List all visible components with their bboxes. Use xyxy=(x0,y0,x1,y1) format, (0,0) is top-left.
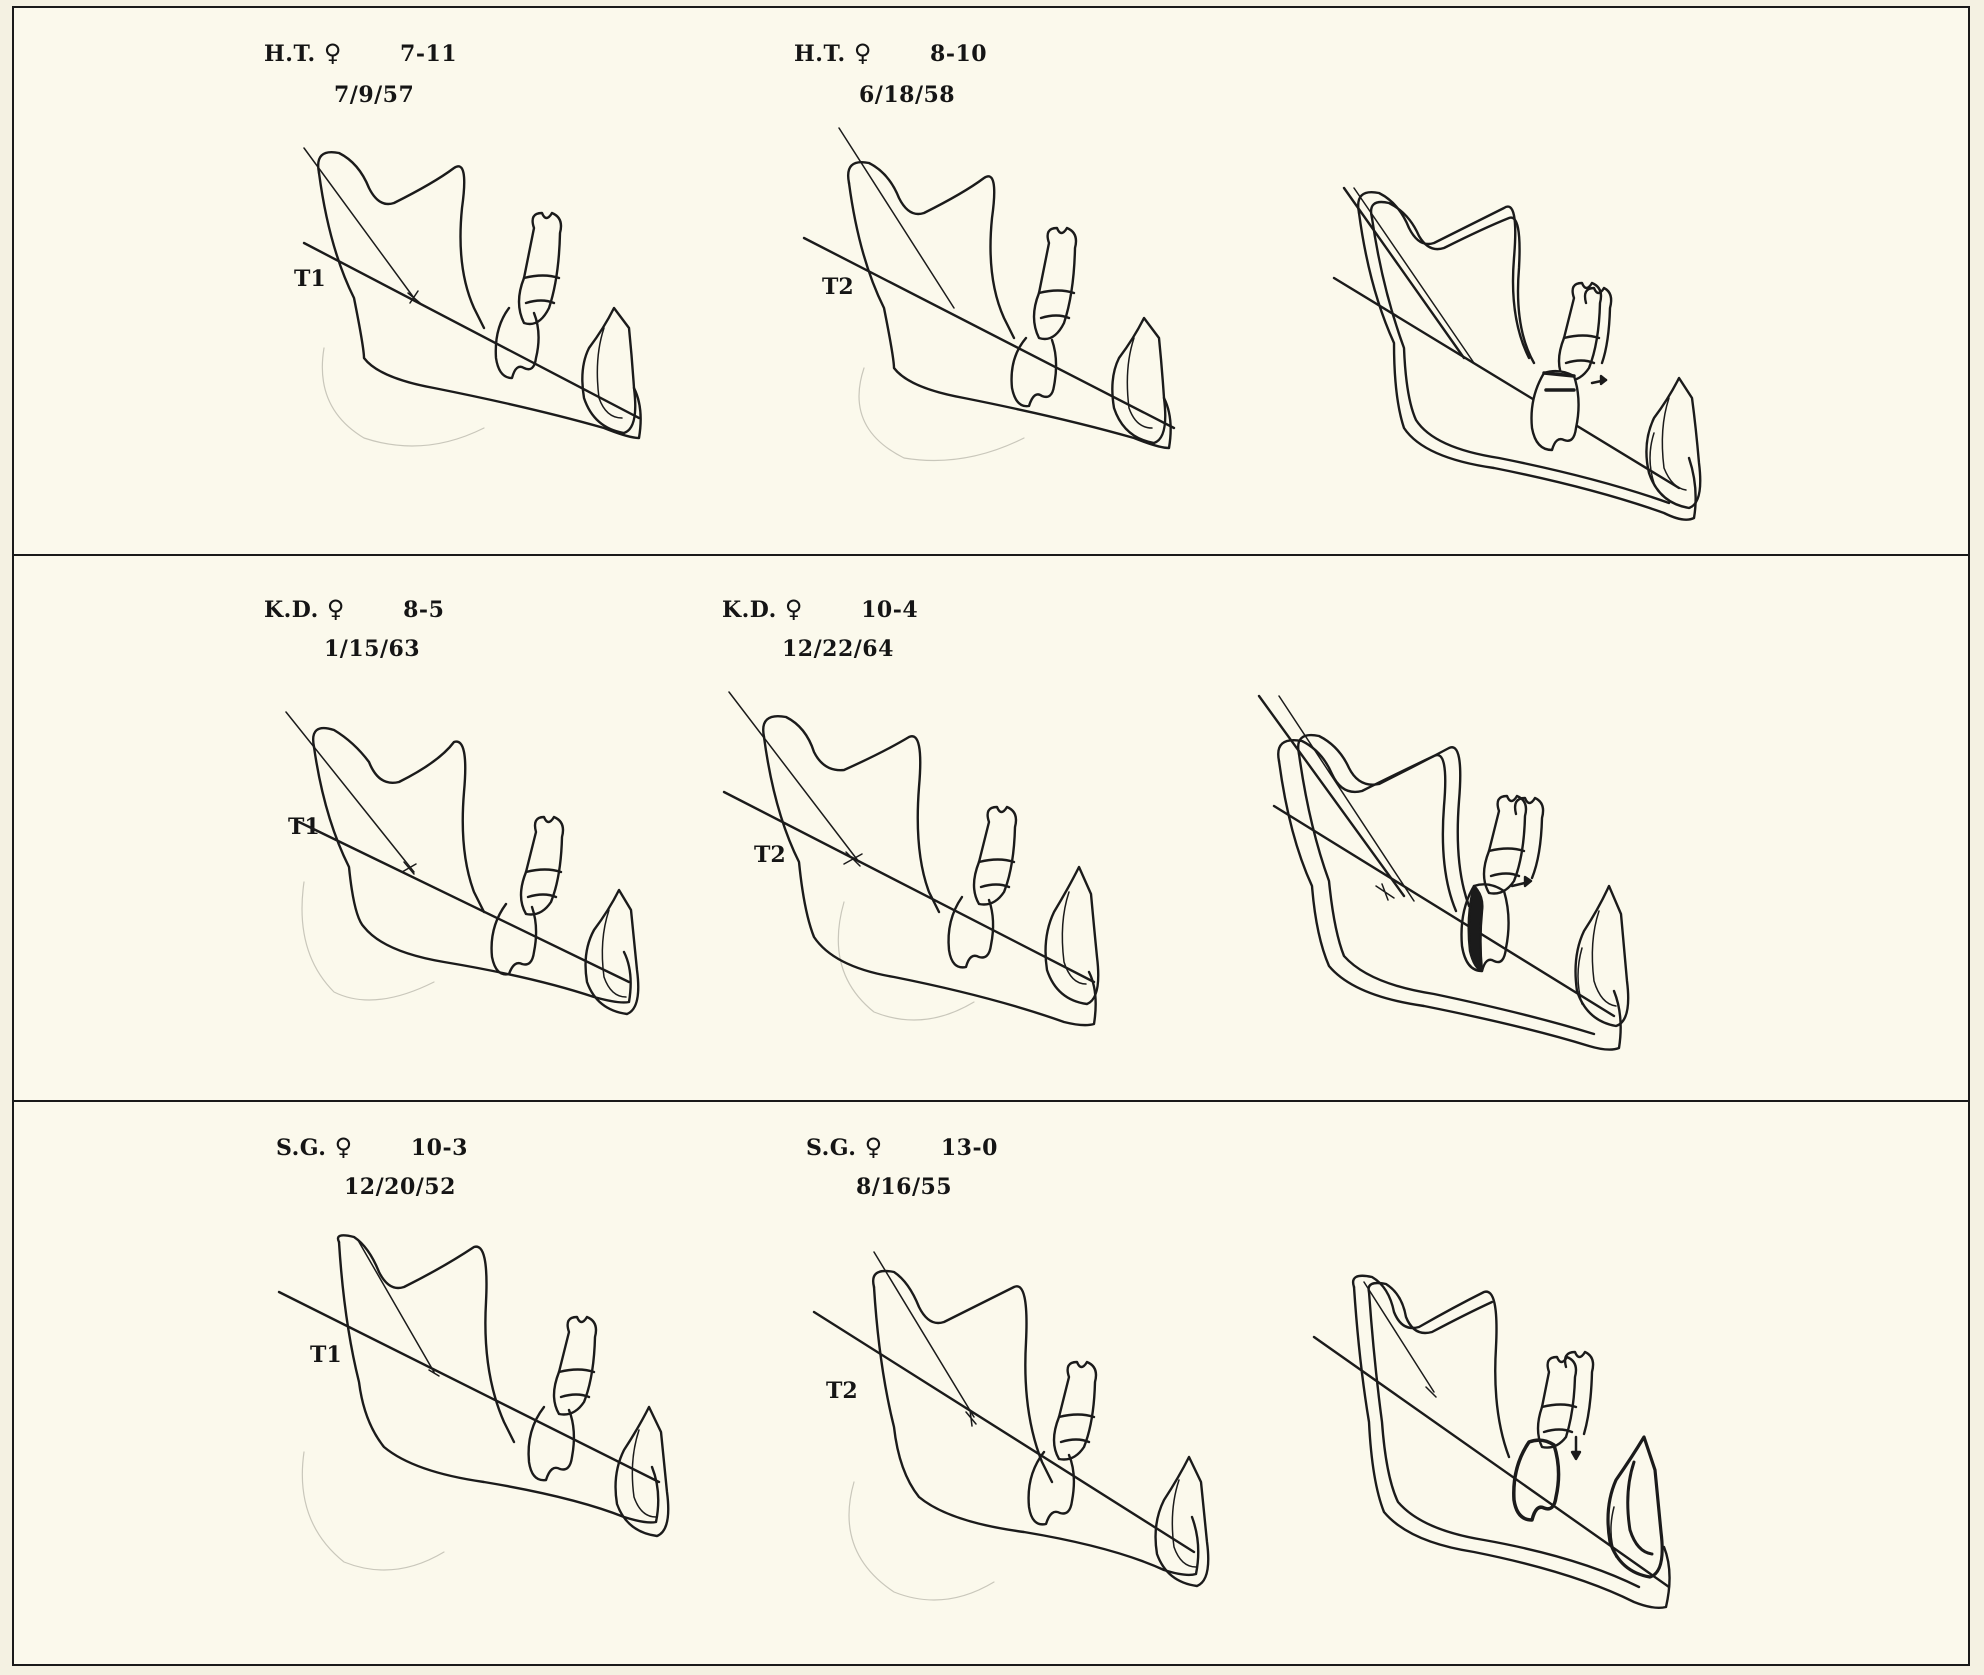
case-label-t1: H.T. ♀ 7-11 xyxy=(264,38,457,67)
patient-initials: H.T. xyxy=(264,41,316,67)
patient-initials: H.T. xyxy=(794,41,846,67)
case-row-sg: S.G. ♀ 10-3 12/20/52 S.G. ♀ 13-0 8/16/55… xyxy=(14,1100,1968,1666)
patient-age: 10-4 xyxy=(861,597,919,623)
patient-age: 10-3 xyxy=(410,1135,468,1161)
patient-age: 8-10 xyxy=(930,41,988,67)
patient-age: 13-0 xyxy=(940,1135,998,1161)
tracing-date: 12/20/52 xyxy=(344,1174,456,1200)
patient-initials: K.D. xyxy=(722,597,777,623)
patient-age: 8-5 xyxy=(403,597,445,623)
timepoint-marker: T2 xyxy=(826,1378,858,1404)
female-symbol: ♀ xyxy=(853,38,872,67)
timepoint-marker: T1 xyxy=(294,266,326,292)
figure-frame: H.T. ♀ 7-11 7/9/57 H.T. ♀ 8-10 6/18/58 T… xyxy=(12,6,1970,1666)
case-label-t2: H.T. ♀ 8-10 xyxy=(794,38,987,67)
case-label-t2: S.G. ♀ 13-0 xyxy=(806,1132,998,1161)
patient-age: 7-11 xyxy=(400,41,458,67)
timepoint-marker: T2 xyxy=(754,842,786,868)
mandible-tracing-t2 xyxy=(812,1251,1210,1601)
superimposed-tracing xyxy=(1332,186,1702,521)
female-symbol: ♀ xyxy=(784,594,803,623)
case-label-t1: S.G. ♀ 10-3 xyxy=(276,1132,468,1161)
superimposed-tracing xyxy=(1312,1274,1671,1610)
case-row-kd: K.D. ♀ 8-5 1/15/63 K.D. ♀ 10-4 12/22/64 … xyxy=(14,554,1968,1100)
tracing-date: 6/18/58 xyxy=(859,82,956,108)
patient-initials: S.G. xyxy=(806,1135,857,1161)
female-symbol: ♀ xyxy=(326,594,345,623)
mandible-tracing-t2 xyxy=(802,127,1176,462)
patient-initials: K.D. xyxy=(264,597,319,623)
mandible-tracing-t1 xyxy=(285,711,640,1016)
tracing-date: 1/15/63 xyxy=(324,636,421,662)
case-label-t1: K.D. ♀ 8-5 xyxy=(264,594,444,623)
mandible-tracing-t1 xyxy=(302,147,642,447)
timepoint-marker: T1 xyxy=(310,1342,342,1368)
tracing-date: 8/16/55 xyxy=(856,1174,953,1200)
female-symbol: ♀ xyxy=(323,38,342,67)
mandible-tracing-t2 xyxy=(722,691,1100,1027)
case-label-t2: K.D. ♀ 10-4 xyxy=(722,594,918,623)
female-symbol: ♀ xyxy=(864,1132,883,1161)
patient-initials: S.G. xyxy=(276,1135,327,1161)
timepoint-marker: T2 xyxy=(822,274,854,300)
tracing-date: 7/9/57 xyxy=(334,82,415,108)
timepoint-marker: T1 xyxy=(288,814,320,840)
female-symbol: ♀ xyxy=(334,1132,353,1161)
case-row-ht: H.T. ♀ 7-11 7/9/57 H.T. ♀ 8-10 6/18/58 T… xyxy=(14,8,1968,554)
superimposed-tracing xyxy=(1257,694,1630,1051)
mandible-tracing-t1 xyxy=(277,1234,670,1571)
tracing-date: 12/22/64 xyxy=(782,636,894,662)
